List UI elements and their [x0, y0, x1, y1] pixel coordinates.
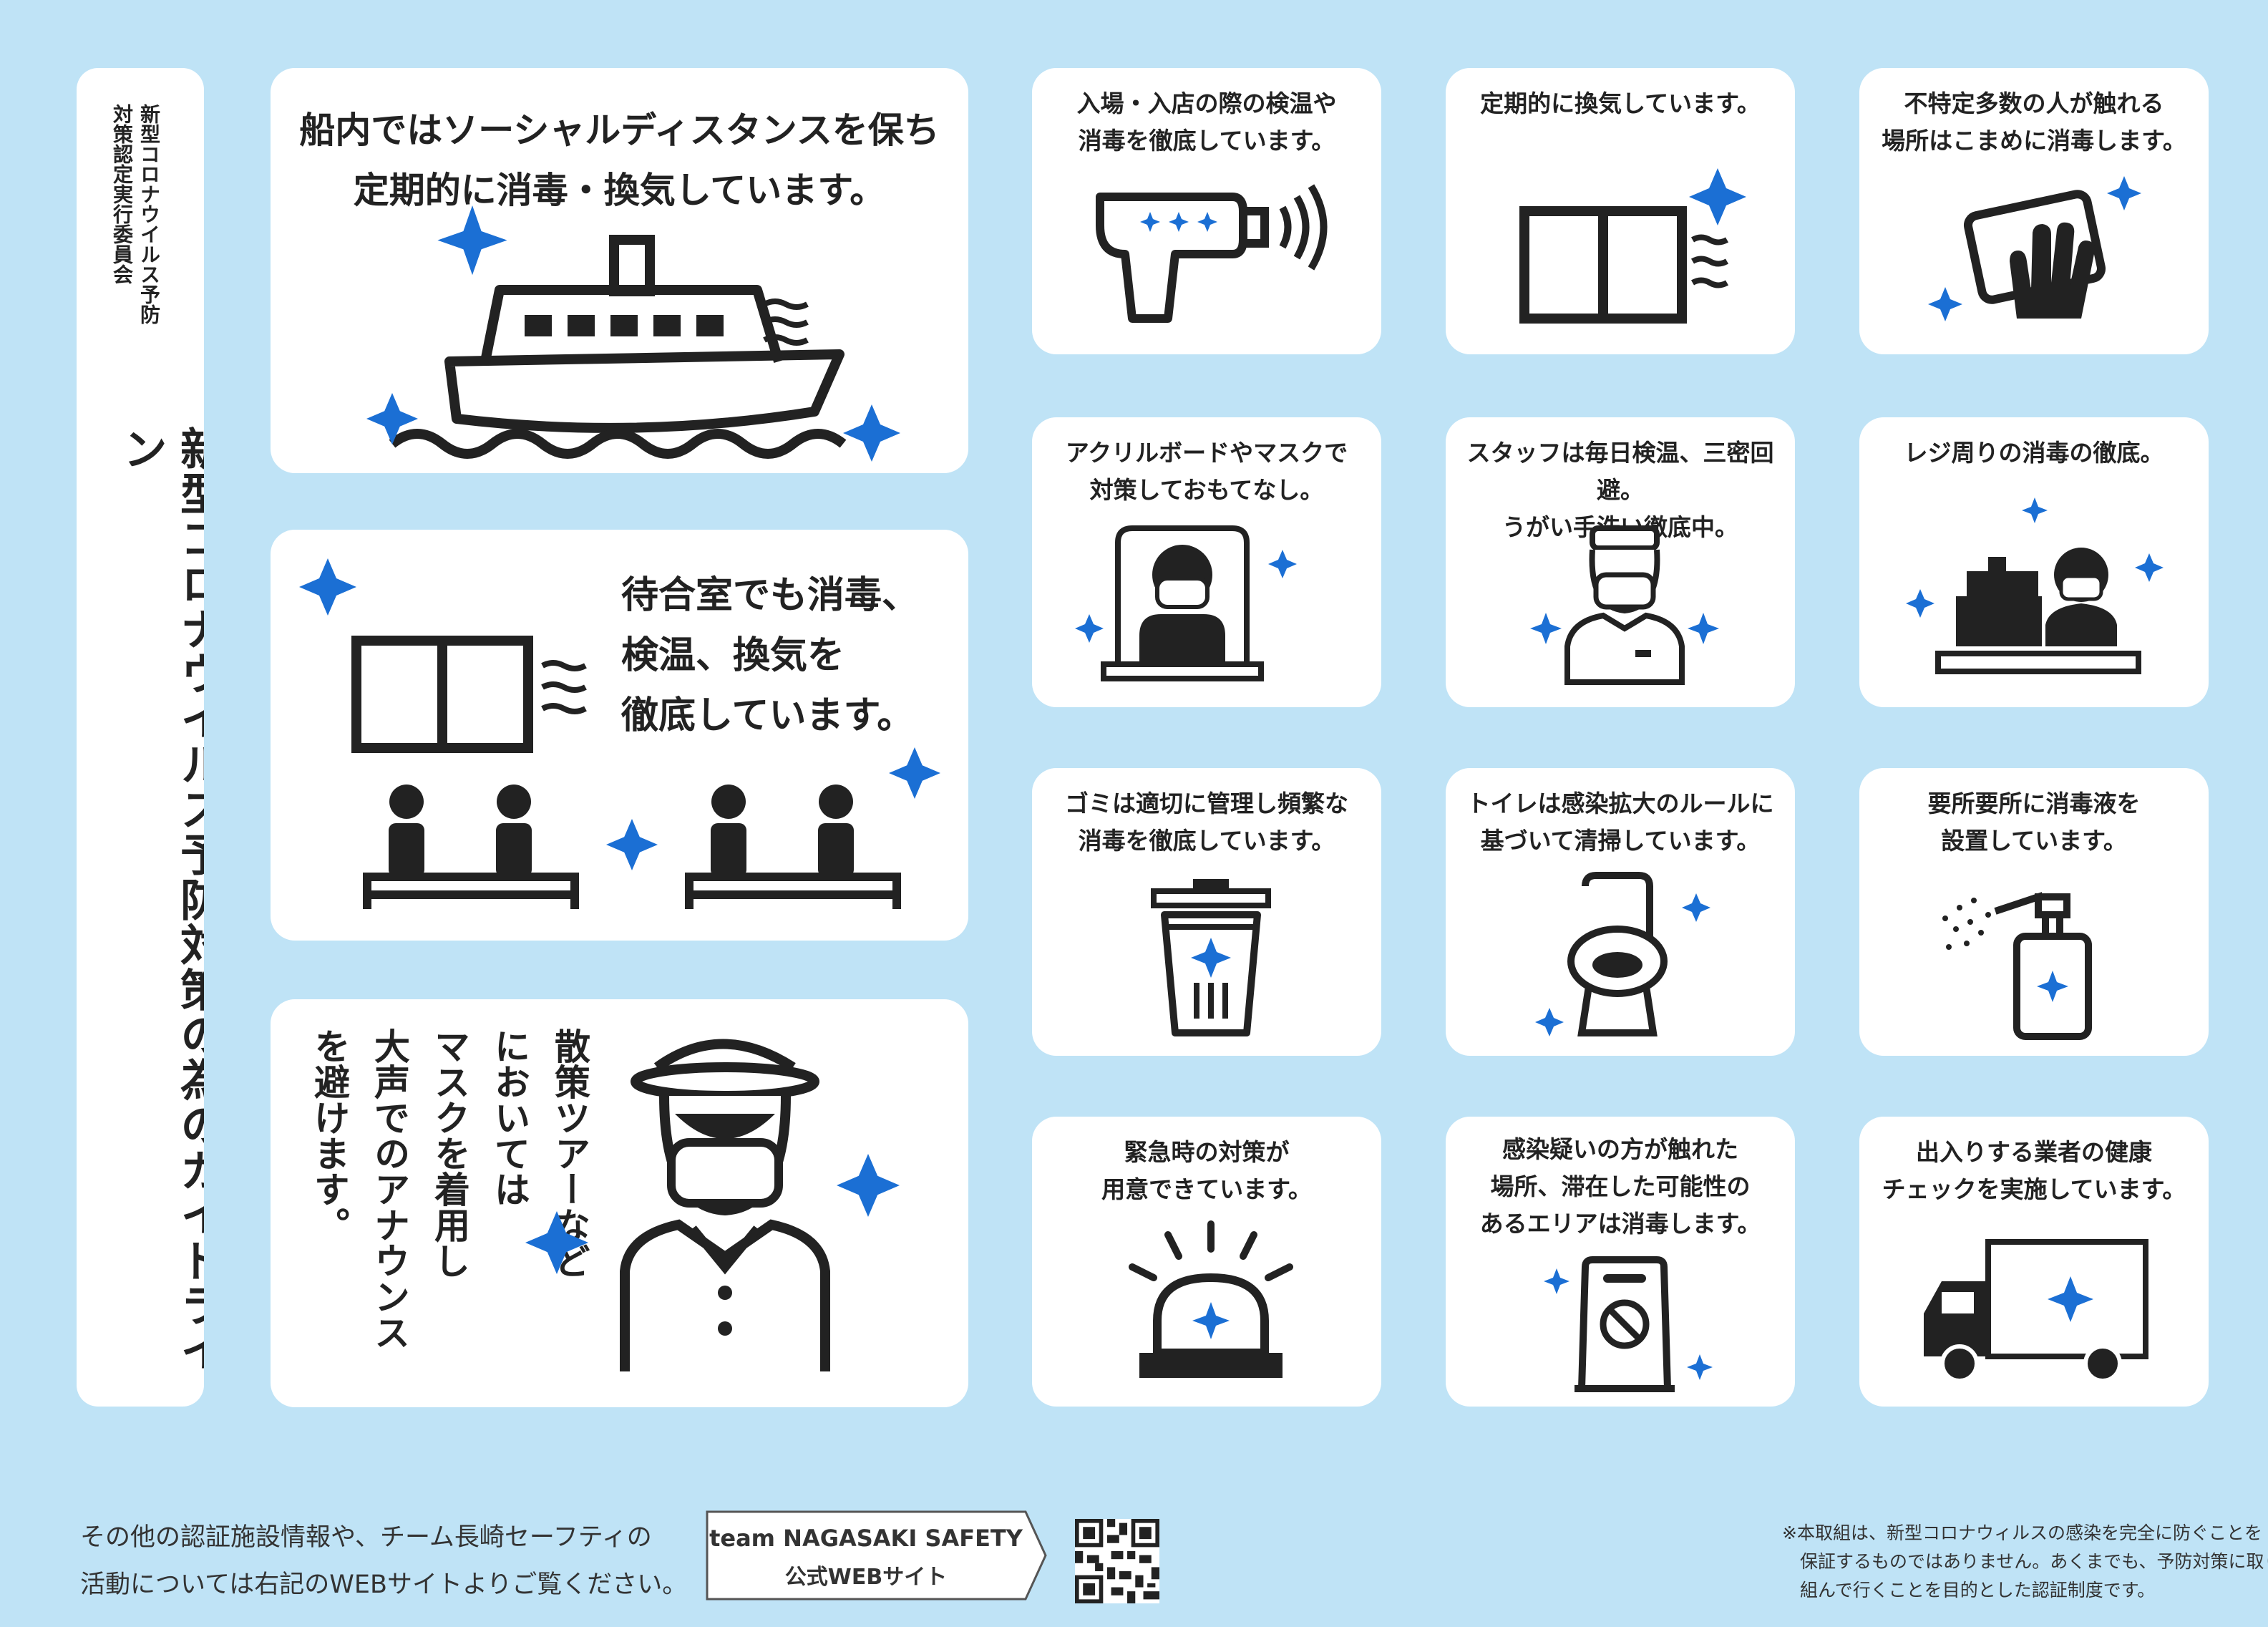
footer-info-text: その他の認証施設情報や、チーム長崎セーフティの 活動については右記のWEBサイト… — [80, 1523, 688, 1599]
card-label: ゴミは適切に管理し頻繁な 消毒を徹底しています。 — [1065, 790, 1348, 855]
card-label: レジ周りの消毒の徹底。 — [1904, 439, 2164, 467]
card-temperature-check: 入場・入店の際の検温や 消毒を徹底しています。 — [1032, 68, 1381, 354]
card-label: 要所要所に消毒液を 設置しています。 — [1927, 790, 2141, 855]
sanitizer-spray-icon — [1942, 892, 2092, 1040]
card-label: アクリルボードやマスクで 対策しておもてなし。 — [1065, 439, 1348, 504]
card-acrylic-board: アクリルボードやマスクで 対策しておもてなし。 — [1032, 417, 1381, 707]
acrylic-board-icon — [1075, 525, 1297, 681]
organization-name: 新型コロナウイルス予防 対策認定実行委員会 — [110, 104, 161, 324]
card-register-disinfection: レジ周りの消毒の徹底。 — [1859, 417, 2209, 707]
arrow-shape-frame — [706, 1510, 1047, 1601]
card-high-touch-disinfection: 不特定多数の人が触れる 場所はこまめに消毒します。 — [1859, 68, 2209, 354]
website-link-button[interactable]: team NAGASAKI SAFETY 公式WEBサイト — [705, 1509, 1048, 1602]
no-entry-sign-icon — [1544, 1256, 1713, 1392]
card-label: 入場・入店の際の検温や 消毒を徹底しています。 — [1076, 89, 1337, 155]
tour-guide-icon — [525, 1039, 900, 1371]
disclaimer-text: ※本取組は、新型コロナウィルスの感染を完全に防ぐことを 保証するものではありませ… — [1782, 1522, 2268, 1601]
title-panel: 新型コロナウイルス予防 対策認定実行委員会 新型コロナウイルス予防対策の為のガイ… — [77, 68, 204, 1407]
website-sub: 公式WEBサイト — [784, 1565, 948, 1590]
card-label: 感染疑いの方が触れた 場所、滞在した可能性の あるエリアは消毒します。 — [1479, 1135, 1761, 1238]
card-toilet-cleaning: トイレは感染拡大のルールに 基づいて清掃しています。 — [1446, 768, 1795, 1056]
card-label: 緊急時の対策が 用意できています。 — [1101, 1138, 1312, 1203]
emergency-light-icon — [1129, 1220, 1293, 1378]
card-vendor-health-check: 出入りする業者の健康 チェックを実施しています。 — [1859, 1117, 2209, 1407]
delivery-truck-icon — [1924, 1239, 2148, 1383]
card-label: 出入りする業者の健康 チェックを実施しています。 — [1882, 1138, 2186, 1203]
tour-feature-text: 散策ツアーなど においては マスクを着用し 大声でのアナウンス を避けます。 — [308, 1028, 590, 1350]
ship-feature-card: 船内ではソーシャルディスタンスを保ち 定期的に消毒・換気しています。 — [271, 68, 968, 473]
card-ventilation: 定期的に換気しています。 — [1446, 68, 1795, 354]
ship-feature-text: 船内ではソーシャルディスタンスを保ち 定期的に消毒・換気しています。 — [299, 110, 940, 211]
cash-register-icon — [1906, 497, 2164, 674]
staff-masked-icon — [1530, 525, 1719, 685]
card-label: 不特定多数の人が触れる 場所はこまめに消毒します。 — [1882, 89, 2186, 155]
tour-feature-card: 散策ツアーなど においては マスクを着用し 大声でのアナウンス を避けます。 — [271, 999, 968, 1407]
waiting-room-icon — [299, 558, 940, 909]
card-garbage-management: ゴミは適切に管理し頻繁な 消毒を徹底しています。 — [1032, 768, 1381, 1056]
card-label: トイレは感染拡大のルールに 基づいて清掃しています。 — [1466, 790, 1774, 855]
thermometer-gun-icon — [1096, 184, 1328, 323]
main-title: 新型コロナウイルス予防対策の為のガイドライン — [115, 426, 204, 1373]
toilet-icon — [1535, 872, 1710, 1036]
card-suspected-case-disinfection: 感染疑いの方が触れた 場所、滞在した可能性の あるエリアは消毒します。 — [1446, 1117, 1795, 1407]
qr-code-icon[interactable] — [1075, 1519, 1159, 1603]
waiting-room-feature-text: 待合室でも消毒、 検温、換気を 徹底しています。 — [621, 574, 920, 737]
trash-can-icon — [1151, 879, 1271, 1036]
waiting-room-feature-card: 待合室でも消毒、 検温、換気を 徹底しています。 — [271, 530, 968, 941]
card-emergency-measures: 緊急時の対策が 用意できています。 — [1032, 1117, 1381, 1407]
card-label: スタッフは毎日検温、三密回避。 うがい手洗い徹底中。 — [1466, 439, 1774, 541]
window-ventilation-icon — [1519, 168, 1746, 324]
hand-wiping-icon — [1928, 176, 2141, 321]
card-sanitizer-placement: 要所要所に消毒液を 設置しています。 — [1859, 768, 2209, 1056]
card-staff-health: スタッフは毎日検温、三密回避。 うがい手洗い徹底中。 — [1446, 417, 1795, 707]
ship-icon — [366, 205, 900, 462]
card-label: 定期的に換気しています。 — [1480, 89, 1761, 117]
website-name: team NAGASAKI SAFETY — [709, 1525, 1023, 1552]
